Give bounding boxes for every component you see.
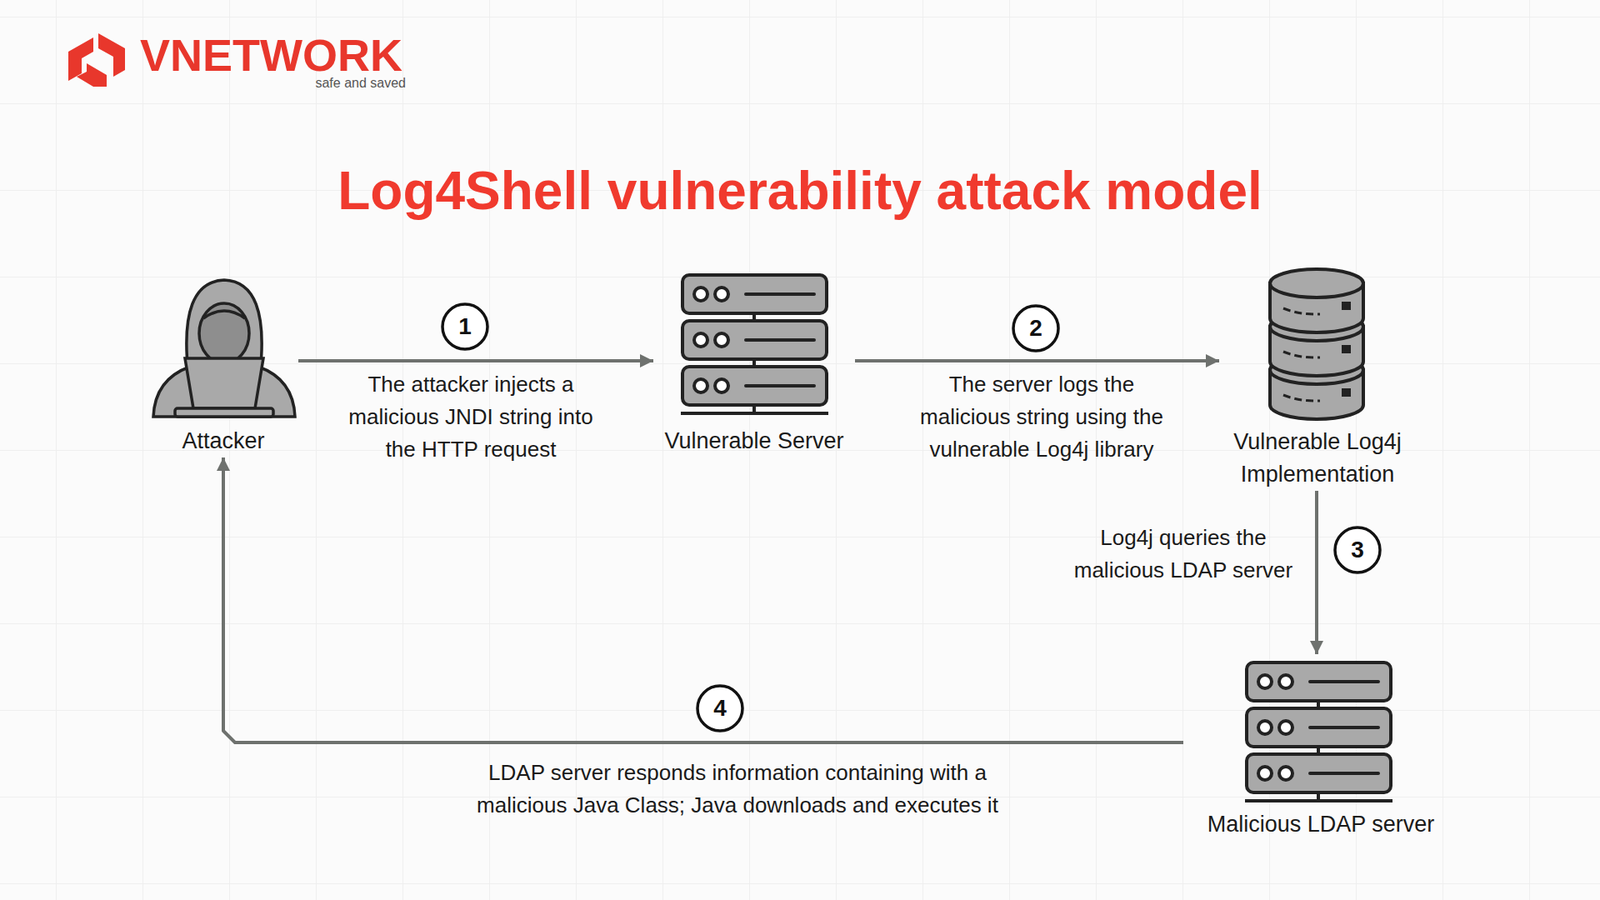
node-label: Vulnerable Log4j Implementation (1219, 425, 1416, 491)
callout-circle (442, 304, 1380, 731)
server-node: Malicious LDAP server (1183, 654, 1459, 841)
flow-arrow (855, 359, 1220, 363)
flow-arrow (1315, 490, 1319, 655)
flow-arrow (223, 457, 1184, 743)
attacker-icon (153, 280, 295, 417)
database-icon (1270, 269, 1364, 420)
server-icon (680, 275, 829, 414)
brand-tagline: safe and saved (239, 75, 406, 92)
attacker-node: Attacker (148, 277, 299, 458)
node-label: Vulnerable Server (664, 425, 844, 458)
server-icon (1245, 662, 1393, 801)
edge-label: The server logs the malicious string usi… (908, 368, 1175, 466)
node-label: Malicious LDAP server (1207, 808, 1435, 841)
callout-number: 3 (1335, 527, 1380, 573)
callout-number: 4 (697, 685, 743, 731)
server-node: Vulnerable Server (653, 270, 855, 458)
edge-label: LDAP server responds information contain… (458, 756, 1017, 822)
callout-number: 1 (442, 304, 488, 350)
edge-label: Log4j queries the malicious LDAP server (1062, 521, 1305, 587)
edge-label: The attacker injects a malicious JNDI st… (337, 368, 605, 466)
vnetwork-logo-icon (68, 33, 125, 87)
node-label: Attacker (181, 425, 265, 458)
library-node: Vulnerable Log4j Implementation (1219, 265, 1416, 491)
diagram-title: Log4Shell vulnerability attack model (0, 157, 1600, 225)
callout-number: 2 (1013, 305, 1059, 351)
flow-arrow (298, 359, 654, 363)
brand-name: VNETWORK (140, 30, 424, 80)
